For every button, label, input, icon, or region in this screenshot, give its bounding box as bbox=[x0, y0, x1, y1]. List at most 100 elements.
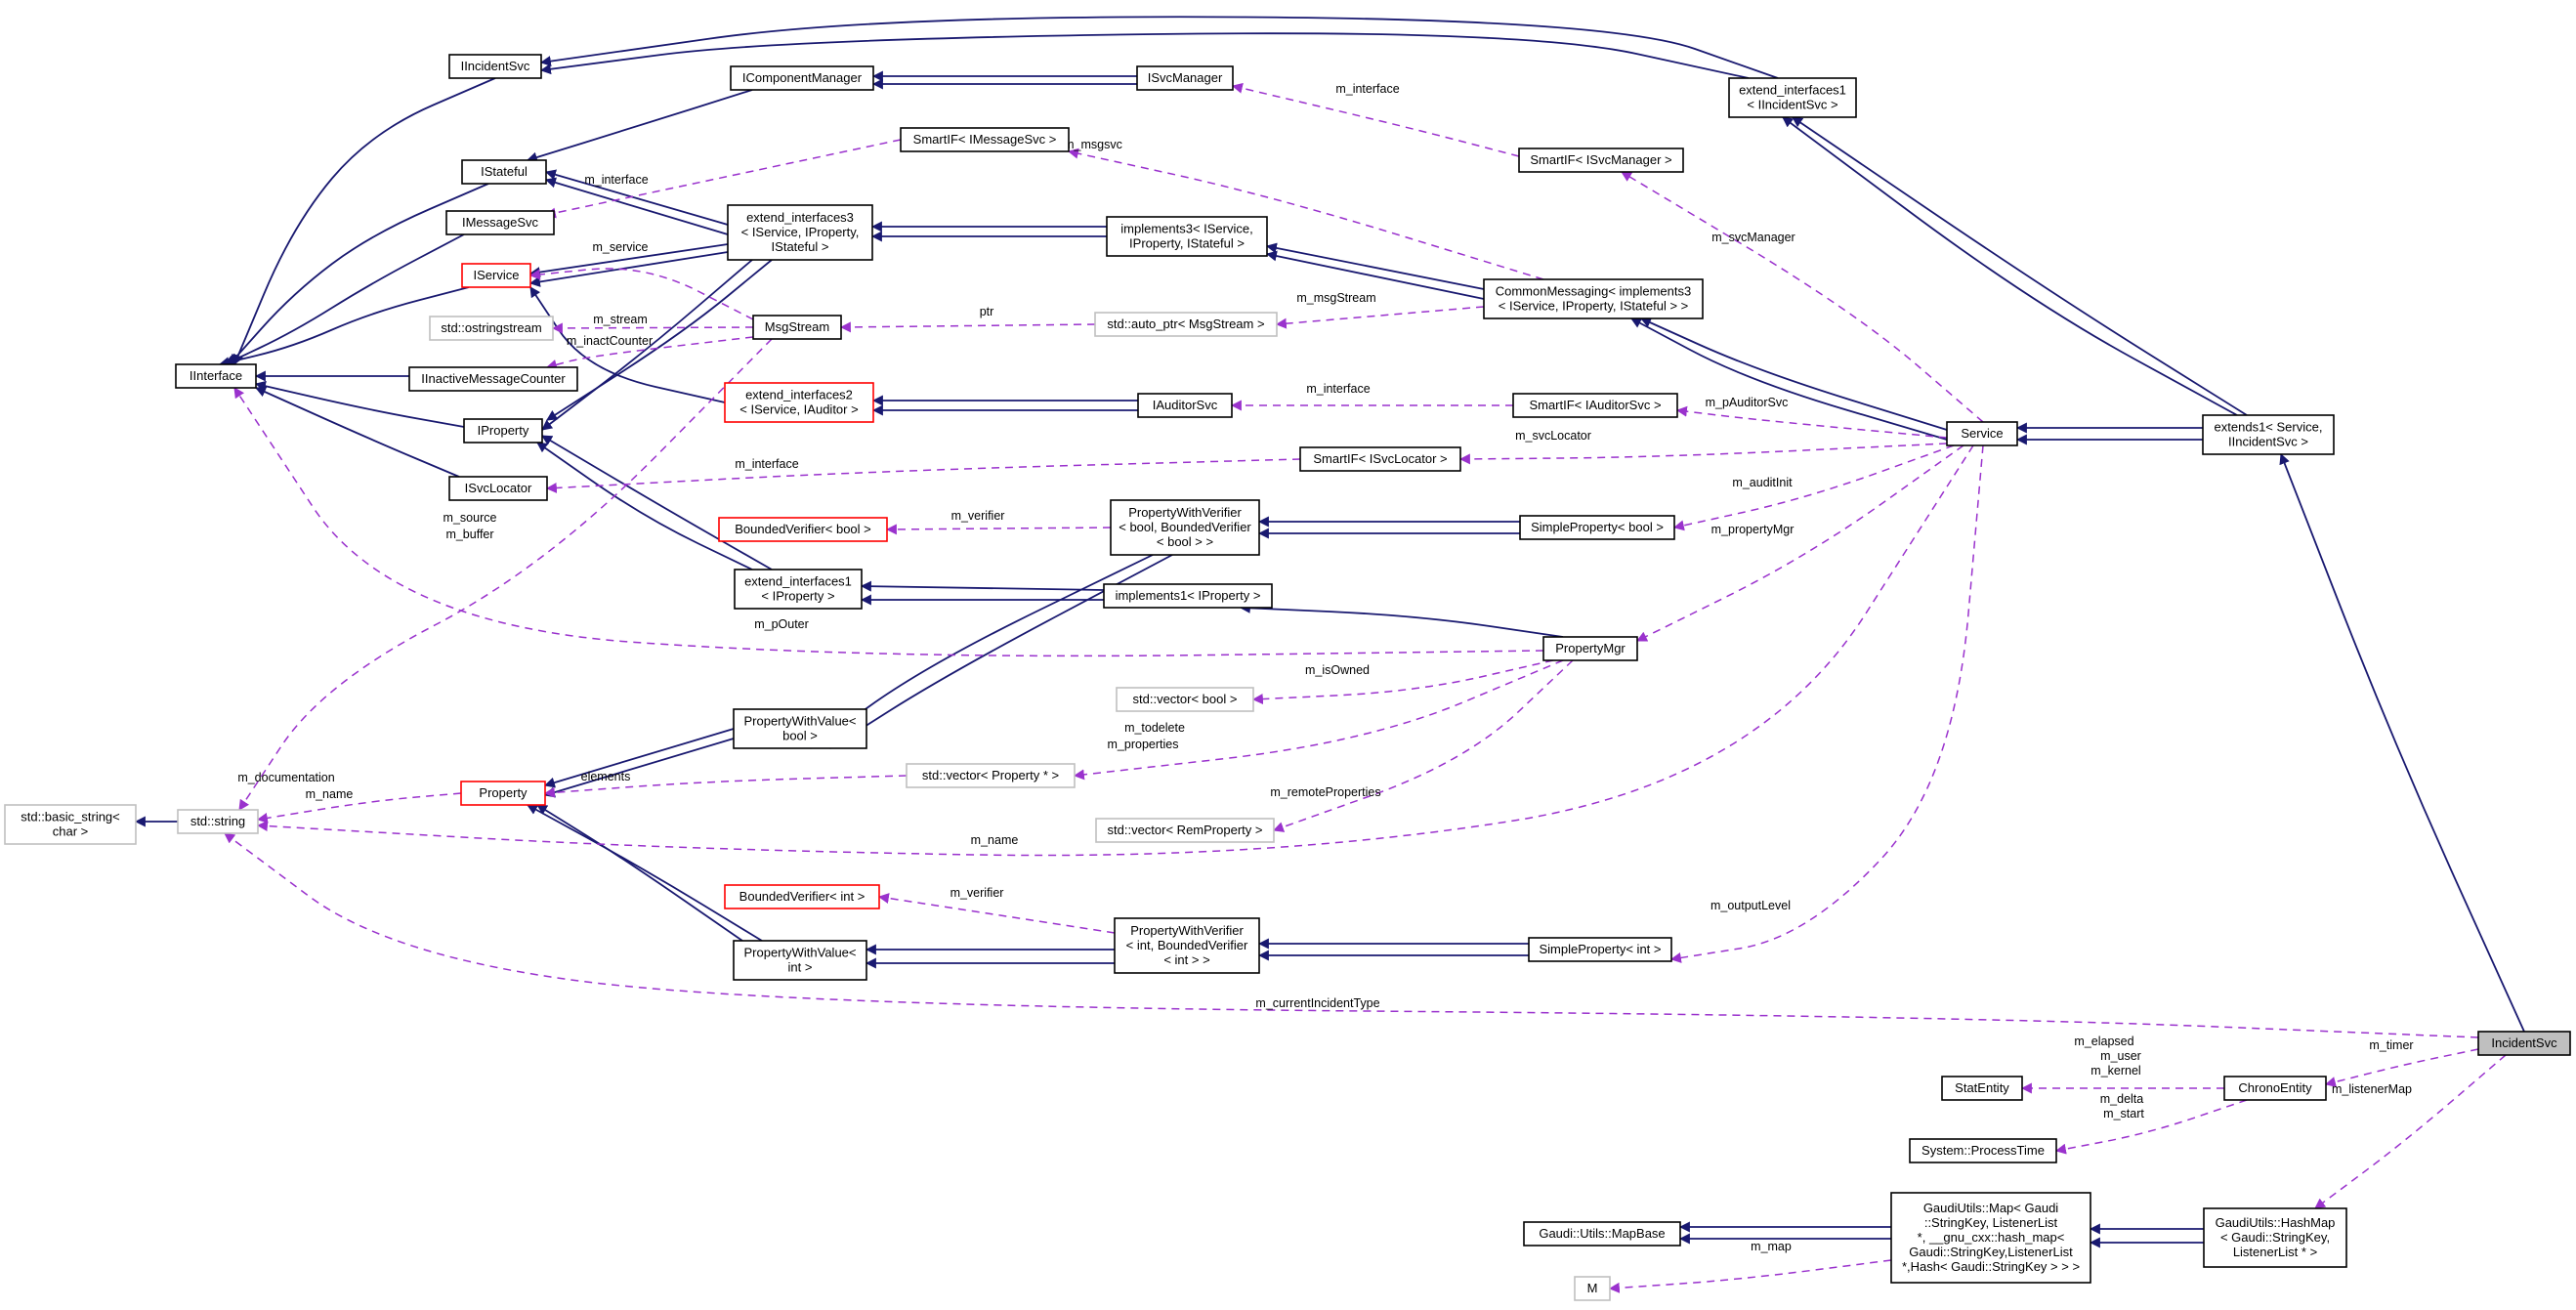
class-node-iincidentsvc[interactable]: IIncidentSvc bbox=[448, 54, 542, 79]
class-node-propertywithvalue-bool[interactable]: PropertyWithValue<bool > bbox=[733, 708, 867, 749]
class-node-label: IComponentManager bbox=[742, 70, 863, 85]
class-node-smartif-isvcmanager[interactable]: SmartIF< ISvcManager > bbox=[1518, 148, 1684, 173]
class-node-box bbox=[727, 204, 873, 261]
class-node-gaudi-utils-mapbase[interactable]: Gaudi::Utils::MapBase bbox=[1523, 1221, 1681, 1247]
class-node-std-vector-remproperty[interactable]: std::vector< RemProperty > bbox=[1095, 818, 1275, 843]
class-node-label: extend_interfaces1 bbox=[744, 574, 852, 589]
class-node-label: bool > bbox=[782, 729, 818, 743]
class-node-statentity[interactable]: StatEntity bbox=[1941, 1076, 2023, 1101]
class-node-std-vector-bool[interactable]: std::vector< bool > bbox=[1116, 687, 1254, 712]
class-node-std-vector-property-ptr[interactable]: std::vector< Property * > bbox=[906, 763, 1076, 788]
class-node-simpleproperty-int[interactable]: SimpleProperty< int > bbox=[1528, 937, 1672, 962]
usage-edge-u_name_service bbox=[256, 444, 1974, 857]
class-node-iinterface[interactable]: IInterface bbox=[175, 363, 257, 389]
usage-edge-u_msgsvc2 bbox=[1067, 148, 1544, 280]
class-node-commonmessaging[interactable]: CommonMessaging< implements3< IService, … bbox=[1483, 278, 1704, 319]
inheritance-edge-extends1_ei1 bbox=[1792, 116, 2248, 416]
class-node-extend-interfaces1-iproperty[interactable]: extend_interfaces1< IProperty > bbox=[734, 569, 863, 610]
class-node-box bbox=[1528, 937, 1672, 962]
class-node-msgstream[interactable]: MsgStream bbox=[752, 315, 842, 340]
class-node-label: IncidentSvc bbox=[2491, 1035, 2557, 1050]
class-node-smartif-imessagesvc[interactable]: SmartIF< IMessageSvc > bbox=[900, 127, 1070, 152]
class-node-imessagesvc[interactable]: IMessageSvc bbox=[445, 210, 555, 235]
class-node-isvclocator[interactable]: ISvcLocator bbox=[448, 476, 548, 501]
class-node-extend-interfaces1-iincidentsvc[interactable]: extend_interfaces1< IIncidentSvc > bbox=[1728, 77, 1857, 118]
edge-label-m-pOuter: m_pOuter bbox=[754, 617, 809, 631]
class-node-label: *, __gnu_cxx::hash_map< bbox=[1918, 1230, 2065, 1245]
class-node-label: std::basic_string< bbox=[21, 810, 120, 824]
edge-label-m-kernel: m_kernel bbox=[2090, 1064, 2140, 1078]
class-node-boundedverifier-int[interactable]: BoundedVerifier< int > bbox=[724, 884, 880, 909]
inheritance-edge-pwval_bool_prop2 bbox=[543, 738, 735, 798]
class-node-box bbox=[463, 418, 543, 444]
class-node-m[interactable]: M bbox=[1574, 1276, 1611, 1301]
class-node-icomponentmanager[interactable]: IComponentManager bbox=[730, 65, 874, 91]
class-node-box bbox=[1106, 216, 1268, 257]
class-node-std-basic-string[interactable]: std::basic_string<char > bbox=[4, 804, 137, 845]
class-node-propertymgr[interactable]: PropertyMgr bbox=[1542, 636, 1638, 661]
class-node-boundedverifier-bool[interactable]: BoundedVerifier< bool > bbox=[718, 517, 888, 542]
class-node-label: ::StringKey, ListenerList bbox=[1924, 1215, 2058, 1230]
edge-label-m-interface-auditor: m_interface bbox=[1306, 382, 1370, 396]
class-node-propertywithverifier-bool[interactable]: PropertyWithVerifier< bool, BoundedVerif… bbox=[1110, 499, 1260, 556]
class-node-simpleproperty-bool[interactable]: SimpleProperty< bool > bbox=[1519, 515, 1675, 540]
class-node-implements1-iproperty[interactable]: implements1< IProperty > bbox=[1103, 583, 1273, 609]
edge-label-m-user: m_user bbox=[2100, 1049, 2141, 1063]
class-node-gaudiutils-hashmap[interactable]: GaudiUtils::HashMap< Gaudi::StringKey,Li… bbox=[2203, 1207, 2347, 1268]
class-node-std-ostringstream[interactable]: std::ostringstream bbox=[429, 316, 554, 341]
edge-label-m-isOwned: m_isOwned bbox=[1305, 663, 1370, 677]
class-node-system-processtime[interactable]: System::ProcessTime bbox=[1909, 1138, 2057, 1163]
edge-label-m-listenerMap: m_listenerMap bbox=[2332, 1082, 2412, 1096]
inheritance-edge-cm_impl3b bbox=[1265, 250, 1485, 300]
class-node-box bbox=[1518, 148, 1684, 173]
class-node-propertywithvalue-int[interactable]: PropertyWithValue<int > bbox=[733, 940, 867, 981]
class-node-label: std::string bbox=[190, 814, 245, 828]
class-node-label: < IProperty > bbox=[761, 589, 834, 604]
class-node-box bbox=[1909, 1138, 2057, 1163]
inheritance-edge-ext3_iproperty2 bbox=[541, 259, 753, 431]
class-node-label: IProperty bbox=[478, 423, 529, 438]
edge-label-m-delta: m_delta bbox=[2100, 1092, 2144, 1106]
class-node-implements3[interactable]: implements3< IService,IProperty, IStatef… bbox=[1106, 216, 1268, 257]
class-node-propertywithverifier-int[interactable]: PropertyWithVerifier< int, BoundedVerifi… bbox=[1114, 917, 1260, 974]
class-node-box bbox=[1094, 312, 1278, 337]
class-node-service[interactable]: Service bbox=[1946, 421, 2018, 446]
class-node-isvcmanager[interactable]: ISvcManager bbox=[1136, 65, 1234, 91]
inheritance-edge-pwval_int_prop bbox=[536, 804, 743, 942]
class-node-chronoentity[interactable]: ChronoEntity bbox=[2223, 1076, 2327, 1101]
class-node-smartif-isvclocator[interactable]: SmartIF< ISvcLocator > bbox=[1299, 446, 1461, 472]
class-node-extends1[interactable]: extends1< Service,IIncidentSvc > bbox=[2202, 414, 2335, 455]
inheritance-edge-ext2_iservice bbox=[529, 286, 726, 403]
class-node-label: SimpleProperty< bool > bbox=[1531, 520, 1664, 534]
inheritance-edge-ISvcLocator bbox=[254, 387, 460, 478]
class-node-property[interactable]: Property bbox=[460, 781, 546, 806]
class-node-box bbox=[724, 382, 874, 423]
class-node-iproperty[interactable]: IProperty bbox=[463, 418, 543, 444]
class-node-label: SmartIF< IAuditorSvc > bbox=[1529, 398, 1661, 412]
class-node-istateful[interactable]: IStateful bbox=[461, 159, 547, 185]
class-node-iauditorsvc[interactable]: IAuditorSvc bbox=[1137, 393, 1233, 418]
inheritance-edge-pwv_bool_pwval2 bbox=[829, 554, 1173, 749]
class-node-smartif-iauditorsvc[interactable]: SmartIF< IAuditorSvc > bbox=[1512, 393, 1678, 418]
class-node-extend-interfaces2[interactable]: extend_interfaces2< IService, IAuditor > bbox=[724, 382, 874, 423]
class-node-label: std::ostringstream bbox=[441, 320, 541, 335]
inheritance-edge-IStateful bbox=[229, 183, 489, 365]
usage-edge-u_remote bbox=[1272, 659, 1574, 832]
class-node-label: IStateful > bbox=[772, 239, 829, 254]
class-node-std-auto-ptr-msgstream[interactable]: std::auto_ptr< MsgStream > bbox=[1094, 312, 1278, 337]
usage-edge-u_map bbox=[1608, 1259, 1892, 1293]
class-node-iinactivemessagecounter[interactable]: IInactiveMessageCounter bbox=[408, 366, 578, 392]
inheritance-edge-extend_ii1_iis bbox=[539, 16, 1779, 79]
class-node-label: implements3< IService, bbox=[1120, 222, 1252, 236]
class-node-extend-interfaces3[interactable]: extend_interfaces3< IService, IProperty,… bbox=[727, 204, 873, 261]
class-node-label: PropertyWithVerifier bbox=[1130, 923, 1244, 938]
edge-label-m-service: m_service bbox=[593, 240, 649, 254]
class-node-iservice[interactable]: IService bbox=[461, 263, 531, 288]
class-node-gaudiutils-map[interactable]: GaudiUtils::Map< Gaudi::StringKey, Liste… bbox=[1890, 1192, 2091, 1284]
class-node-std-string[interactable]: std::string bbox=[177, 809, 259, 834]
class-node-incidentsvc[interactable]: IncidentSvc bbox=[2477, 1031, 2571, 1056]
class-node-label: ISvcManager bbox=[1148, 70, 1223, 85]
inheritance-edge-svc_cm2 bbox=[1630, 317, 1948, 441]
class-node-box bbox=[1946, 421, 2018, 446]
class-node-box bbox=[906, 763, 1076, 788]
